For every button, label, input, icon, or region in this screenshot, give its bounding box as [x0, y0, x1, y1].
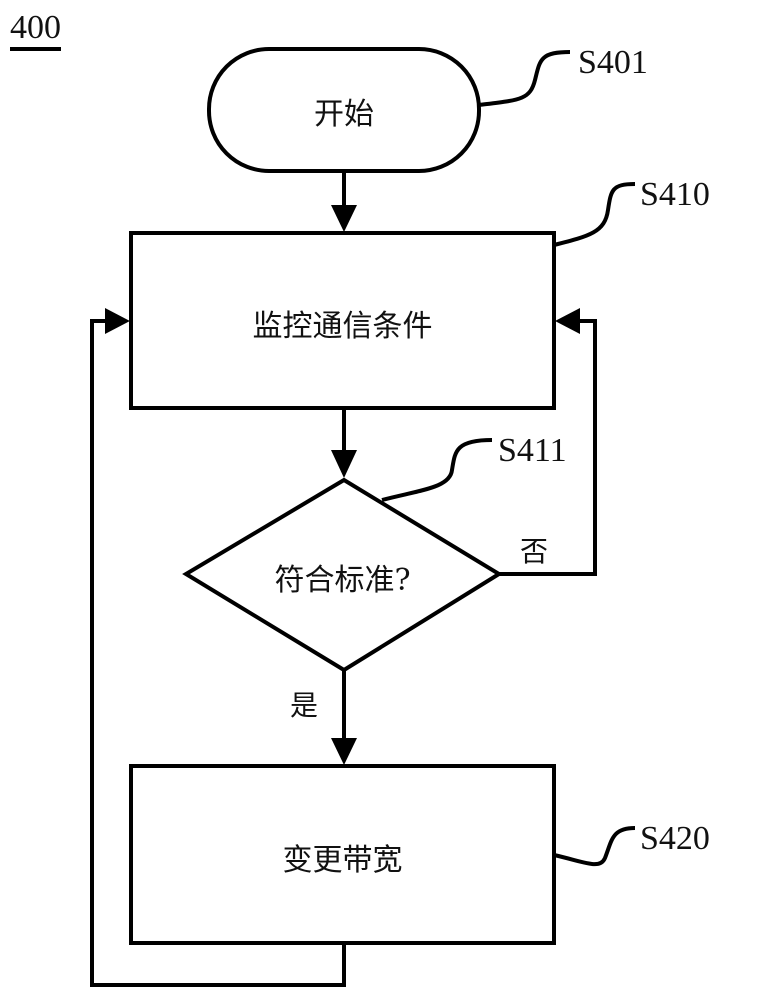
- change-box: [129, 764, 556, 945]
- start-label: 开始: [314, 97, 374, 132]
- step-label-s420: S420: [640, 820, 710, 857]
- monitor-label: 监控通信条件: [252, 309, 433, 344]
- leader-s420: [553, 826, 636, 867]
- leader-s401: [478, 50, 571, 107]
- leader-s410: [553, 182, 636, 247]
- arrowhead-no-loop: [555, 308, 580, 334]
- figure-number: 400: [10, 10, 61, 51]
- leader-s411: [381, 438, 493, 502]
- edge-change-monitor: [90, 319, 346, 987]
- decision-label: 符合标准?: [274, 563, 411, 598]
- arrowhead-yes: [331, 738, 357, 765]
- step-label-s411: S411: [498, 432, 567, 469]
- step-label-s410: S410: [640, 176, 710, 213]
- arrowhead-change-loop: [105, 308, 130, 334]
- arrowhead-start-monitor: [331, 205, 357, 232]
- edge-decision-no: [499, 319, 597, 576]
- edge-label-yes: 是: [290, 689, 319, 722]
- arrowhead-monitor-decision: [331, 450, 357, 478]
- edge-label-no: 否: [520, 535, 549, 568]
- change-label: 变更带宽: [282, 843, 403, 878]
- step-label-s401: S401: [578, 44, 648, 81]
